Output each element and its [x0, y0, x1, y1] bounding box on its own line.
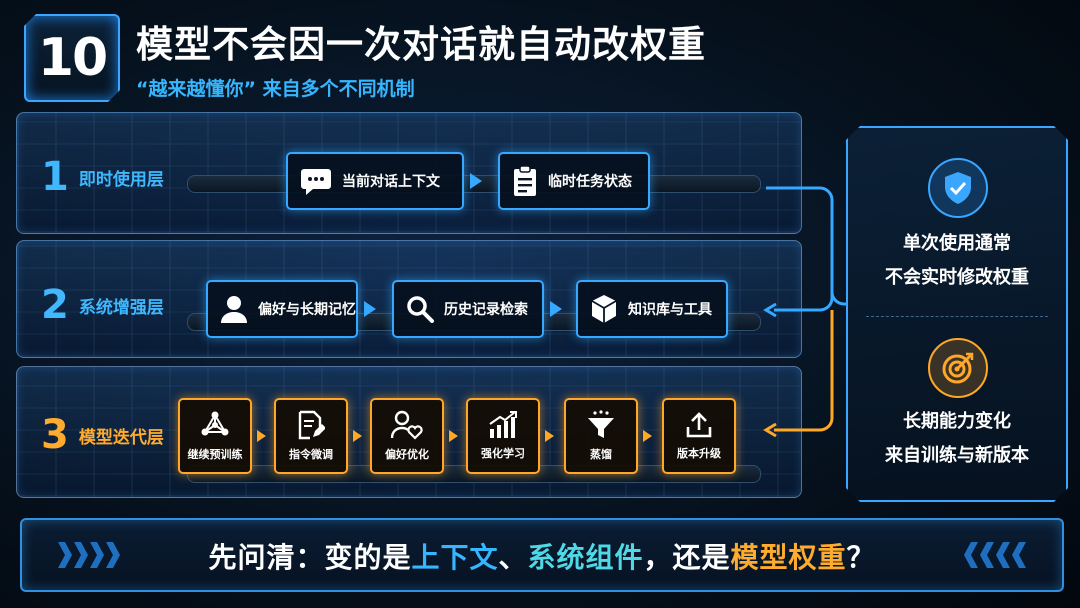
- box-label: 继续预训练: [187, 448, 243, 461]
- box-label: 蒸馏: [590, 448, 612, 461]
- box-label: 偏好与长期记忆: [258, 302, 356, 318]
- box-label: 当前对话上下文: [342, 174, 440, 190]
- chevron-right-icon: [58, 542, 120, 568]
- box-instruction-tuning: 指令微调: [274, 398, 348, 474]
- box-preference-memory: 偏好与长期记忆: [206, 280, 358, 338]
- layer-3-name: 模型迭代层: [78, 427, 164, 448]
- arrow-right-icon: [364, 301, 376, 317]
- banner-system-components: 系统组件: [527, 541, 644, 574]
- chat-bubble-icon: [301, 169, 331, 195]
- box-distillation: 蒸馏: [564, 398, 638, 474]
- layer-2-label: 2 系统增强层: [41, 285, 164, 325]
- panel-bottom-line-1: 长期能力变化: [903, 411, 1011, 432]
- arrow-right-icon: [353, 430, 362, 442]
- chevron-left-icon: [964, 542, 1026, 568]
- banner-question: 先问清：变的是上下文、系统组件，还是模型权重？: [22, 536, 1062, 576]
- box-preference-optimization: 偏好优化: [370, 398, 444, 474]
- layer-3-label: 3 模型迭代层: [41, 415, 164, 455]
- banner-sep-2: ，还是: [643, 541, 731, 574]
- panel-bottom-line-2: 来自训练与新版本: [885, 445, 1029, 466]
- panel-top-line-1: 单次使用通常: [903, 233, 1011, 254]
- box-version-upgrade: 版本升级: [662, 398, 736, 474]
- arrow-right-icon: [449, 430, 458, 442]
- panel-divider: [866, 316, 1048, 317]
- box-label: 历史记录检索: [444, 302, 528, 318]
- user-heart-icon: [391, 410, 423, 440]
- target-icon: [928, 338, 988, 398]
- box-temp-task-state: 临时任务状态: [498, 152, 650, 210]
- banner-suffix: ？: [846, 541, 876, 574]
- banner-model-weights: 模型权重: [730, 541, 847, 574]
- page-title: 模型不会因一次对话就自动改权重: [136, 23, 706, 66]
- user-icon: [221, 296, 247, 323]
- layer-1-name: 即时使用层: [78, 169, 164, 190]
- document-edit-icon: [298, 410, 325, 440]
- box-label: 知识库与工具: [628, 302, 712, 318]
- box-reinforcement-learning: 强化学习: [466, 398, 540, 474]
- box-label: 版本升级: [677, 447, 721, 460]
- slide-number: 10: [37, 28, 107, 88]
- connector-lines: [763, 186, 846, 438]
- arrow-right-icon: [257, 430, 266, 442]
- arrow-right-icon: [643, 430, 652, 442]
- box-label: 偏好优化: [385, 448, 429, 461]
- box-label: 强化学习: [481, 447, 525, 460]
- box-continued-pretraining: 继续预训练: [178, 398, 252, 474]
- upload-icon: [686, 412, 712, 438]
- arrow-right-icon: [545, 430, 554, 442]
- arrow-right-icon: [470, 173, 482, 189]
- network-icon: [201, 411, 229, 436]
- clipboard-icon: [514, 165, 536, 196]
- shield-check-icon: [928, 158, 988, 218]
- bottom-banner: 先问清：变的是上下文、系统组件，还是模型权重？: [20, 518, 1064, 592]
- box-current-context: 当前对话上下文: [286, 152, 464, 210]
- layer-3-number: 3: [41, 412, 69, 458]
- layer-2-number: 2: [41, 282, 69, 328]
- slide-number-badge: 10: [24, 14, 120, 102]
- layer-1-number: 1: [41, 154, 69, 200]
- panel-top-line-2: 不会实时修改权重: [885, 267, 1029, 288]
- layer-2-name: 系统增强层: [78, 297, 164, 318]
- search-icon: [407, 296, 434, 323]
- banner-context: 上下文: [411, 541, 499, 574]
- arrow-right-icon: [550, 301, 562, 317]
- box-label: 指令微调: [289, 448, 333, 461]
- growth-chart-icon: [489, 411, 517, 438]
- box-knowledge-tools: 知识库与工具: [576, 280, 728, 338]
- banner-prefix: 先问清：变的是: [208, 541, 412, 574]
- box-label: 临时任务状态: [548, 174, 632, 190]
- banner-sep-1: 、: [498, 541, 528, 574]
- page-subtitle: “越来越懂你” 来自多个不同机制: [136, 78, 415, 100]
- layer-1-label: 1 即时使用层: [41, 157, 164, 197]
- cube-icon: [591, 295, 617, 323]
- box-history-search: 历史记录检索: [392, 280, 544, 338]
- summary-panel: 单次使用通常 不会实时修改权重 长期能力变化 来自训练与新版本: [846, 126, 1068, 502]
- funnel-icon: [588, 410, 614, 438]
